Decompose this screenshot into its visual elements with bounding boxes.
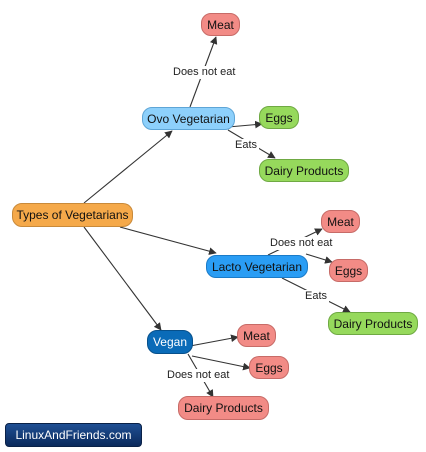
- edge-vegan-to-eggs: [191, 355, 251, 371]
- vegan-eggs-node[interactable]: Eggs: [249, 356, 289, 379]
- ovo-vegetarian-node[interactable]: Ovo Vegetarian: [142, 107, 235, 130]
- edge-lacto-to-eggs: [305, 253, 333, 264]
- ovo-dairy-node[interactable]: Dairy Products: [259, 159, 349, 182]
- vegan-node[interactable]: Vegan: [147, 330, 193, 354]
- edge-ovo-to-eggs: [227, 120, 263, 129]
- edge-label-lacto-does-not-eat: Does not eat: [268, 237, 335, 250]
- types-of-vegetarians-node[interactable]: Types of Vegetarians: [12, 203, 133, 227]
- ovo-meat-node[interactable]: Meat: [201, 13, 240, 36]
- vegan-dairy-node[interactable]: Dairy Products: [178, 396, 269, 420]
- lacto-dairy-node[interactable]: Dairy Products: [328, 312, 418, 335]
- watermark-badge: LinuxAndFriends.com: [5, 423, 142, 447]
- edge-root-to-lacto: [119, 226, 217, 255]
- ovo-eggs-node[interactable]: Eggs: [259, 106, 299, 129]
- edge-label-lacto-eats: Eats: [303, 290, 330, 303]
- vegan-meat-node[interactable]: Meat: [237, 324, 276, 347]
- lacto-vegetarian-node[interactable]: Lacto Vegetarian: [206, 255, 308, 278]
- edge-root-to-ovo: [83, 130, 173, 204]
- lacto-eggs-node[interactable]: Eggs: [329, 259, 368, 282]
- edge-label-vegan-does-not-eat: Does not eat: [165, 369, 232, 382]
- edge-label-ovo-does-not-eat: Does not eat: [171, 66, 238, 79]
- edge-root-to-vegan: [83, 226, 162, 331]
- lacto-meat-node[interactable]: Meat: [321, 210, 360, 233]
- edge-label-ovo-eats: Eats: [233, 139, 260, 152]
- edge-vegan-to-meat: [189, 334, 239, 347]
